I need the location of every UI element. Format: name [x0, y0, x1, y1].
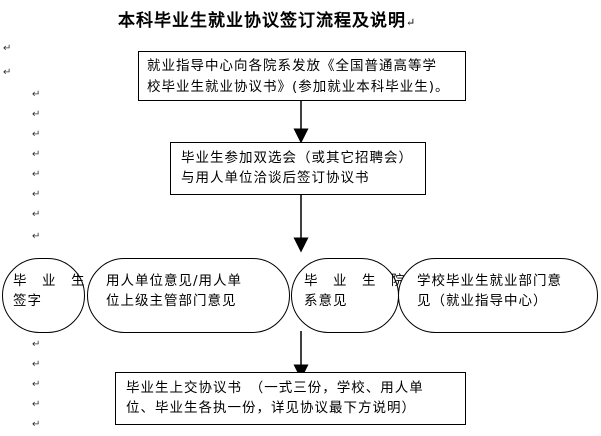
student-signature-line2: 签字	[13, 293, 42, 309]
paragraph-mark: ↵	[32, 169, 41, 180]
student-signature: 毕 业 生 签字	[2, 258, 85, 333]
step2-line1: 毕业生参加双选会（或其它招聘会）	[181, 150, 413, 166]
step-submit-agreement: 毕业生上交协议书 （一式三份，学校、用人单 位、毕业生各执一份，详见协议最下方说…	[115, 372, 466, 425]
paragraph-mark: ↵	[3, 67, 12, 78]
paragraph-mark: ↵	[32, 399, 41, 410]
department-opinion-line1: 毕 业 生 院	[304, 273, 406, 289]
step4-line2: 位、毕业生各执一份，详见协议最下方说明）	[126, 400, 416, 416]
employer-opinion-line1: 用人单位意见/用人单	[106, 273, 243, 289]
paragraph-mark: ↵	[32, 359, 41, 370]
school-opinion-line1: 学校毕业生就业部门意	[417, 273, 562, 289]
step1-line1: 就业指导中心向各院系发放《全国普通高等学	[147, 58, 437, 74]
step-job-fair: 毕业生参加双选会（或其它招聘会） 与用人单位洽谈后签订协议书	[170, 142, 426, 195]
paragraph-mark: ↵	[32, 129, 41, 140]
paragraph-mark: ↵	[32, 189, 41, 200]
paragraph-mark: ↵	[32, 109, 41, 120]
employer-opinion-line2: 位上级主管部门意见	[106, 293, 237, 309]
paragraph-mark: ↵	[32, 231, 41, 242]
department-opinion-line2: 系意见	[304, 293, 348, 309]
paragraph-mark: ↵	[32, 89, 41, 100]
step1-line2: 校毕业生就业协议书》(参加就业本科毕业生)。	[147, 79, 450, 95]
paragraph-mark: ↵	[32, 419, 41, 430]
step2-line2: 与用人单位洽谈后签订协议书	[181, 170, 370, 186]
page-title: 本科毕业生就业协议签订流程及说明↵	[118, 11, 417, 31]
department-opinion: 毕 业 生 院 系意见	[291, 258, 406, 333]
school-employment-office-opinion: 学校毕业生就业部门意 见（就业指导中心）	[398, 258, 598, 333]
step4-line1: 毕业生上交协议书 （一式三份，学校、用人单	[126, 380, 424, 396]
student-signature-line1: 毕 业 生	[13, 273, 86, 289]
paragraph-mark: ↵	[32, 209, 41, 220]
paragraph-mark: ↵	[406, 16, 417, 29]
paragraph-mark: ↵	[32, 379, 41, 390]
step-distribute-agreement: 就业指导中心向各院系发放《全国普通高等学 校毕业生就业协议书》(参加就业本科毕业…	[138, 51, 466, 101]
employer-opinion: 用人单位意见/用人单 位上级主管部门意见	[87, 258, 290, 333]
paragraph-mark: ↵	[3, 43, 12, 54]
paragraph-mark: ↵	[32, 339, 41, 350]
paragraph-mark: ↵	[32, 149, 41, 160]
school-opinion-line2: 见（就业指导中心）	[417, 293, 548, 309]
